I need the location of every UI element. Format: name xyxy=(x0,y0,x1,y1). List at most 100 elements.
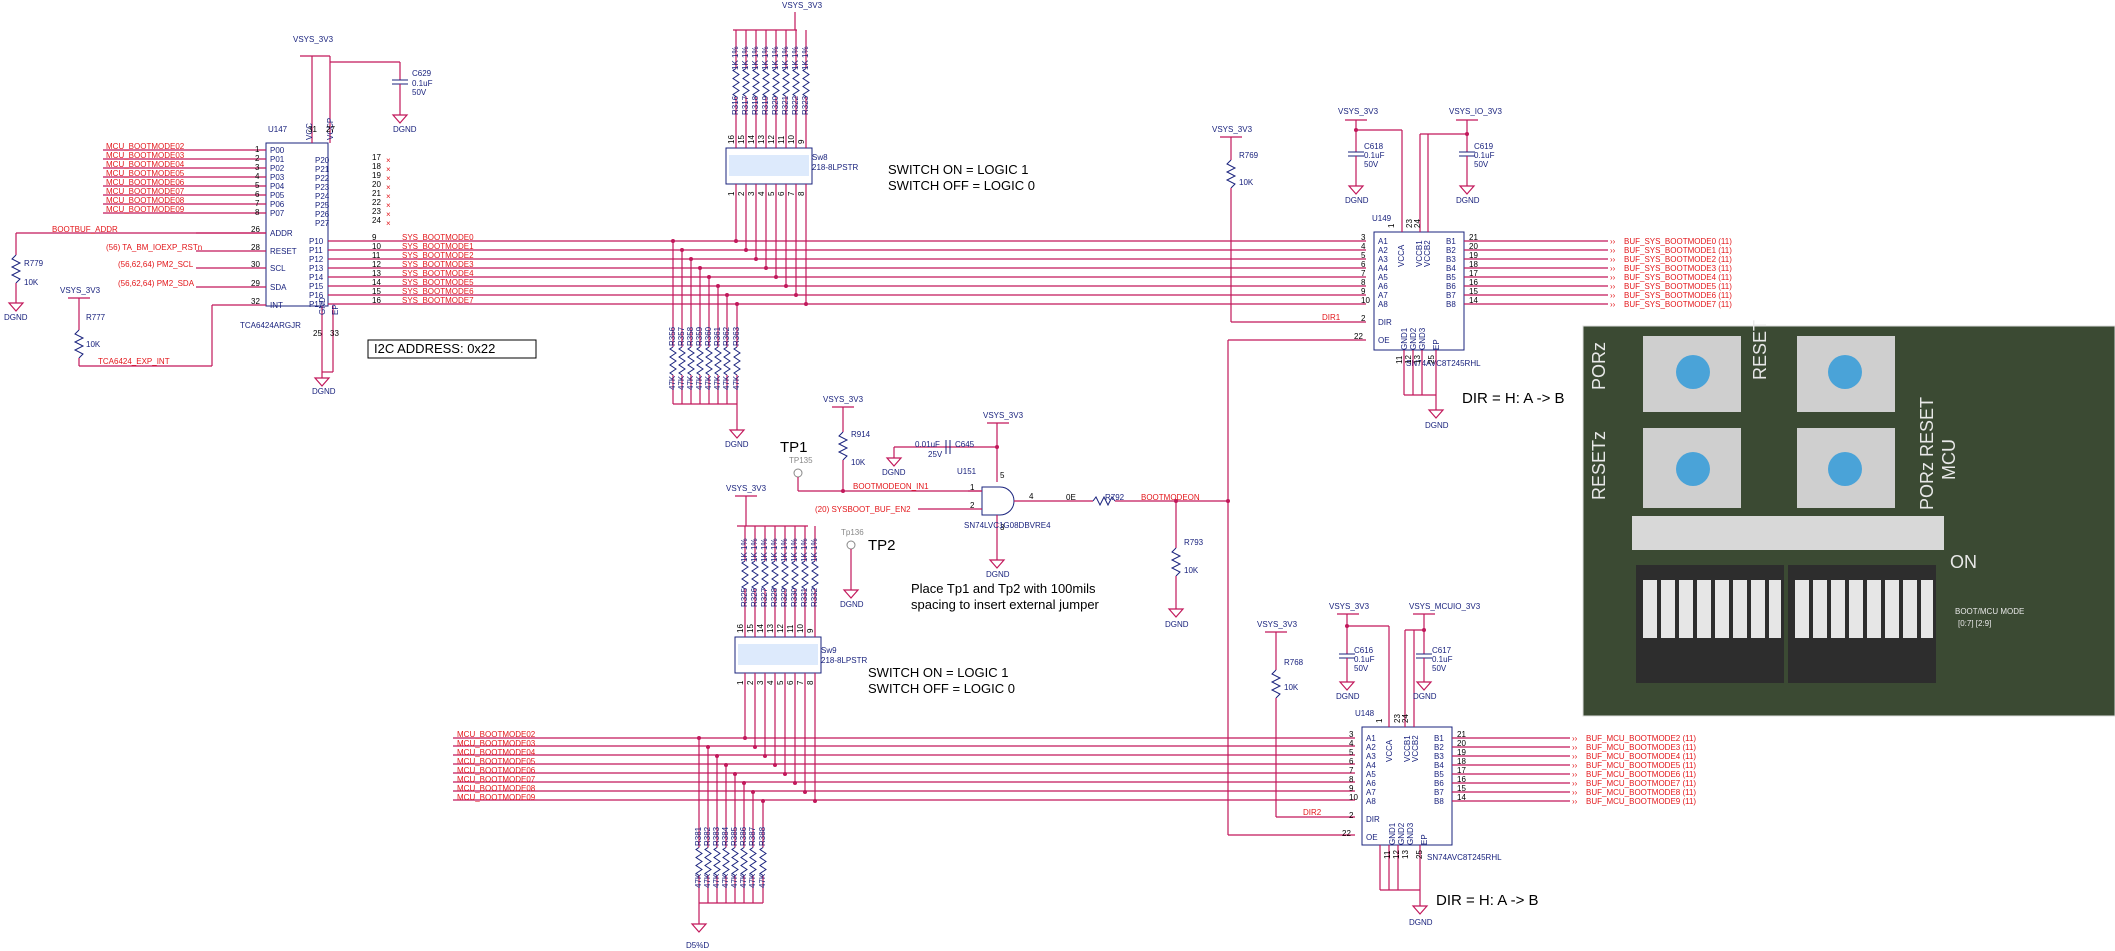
jumper-note-1: Place Tp1 and Tp2 with 100mils xyxy=(911,581,1096,596)
u148-gnd-symbol xyxy=(1411,905,1429,915)
sw9-pin-top: 11 xyxy=(786,624,795,633)
u151-vsys: VSYS_3V3 xyxy=(983,411,1024,420)
sw9-pin-bottom: 1 xyxy=(736,680,745,685)
sw9-pullup-value: 1K 1% xyxy=(800,538,809,562)
c618-voltage: 50V xyxy=(1364,160,1379,169)
r769-value: 10K xyxy=(1239,178,1254,187)
sw8-pullup-ref: R318 xyxy=(751,95,760,115)
schematic-static: U147 TCA6424ARGJR VSYS_3V3 C629 0.1uF 50… xyxy=(4,1,2115,950)
c616-value: 0.1uF xyxy=(1354,655,1375,664)
sw9-note-off: SWITCH OFF = LOGIC 0 xyxy=(868,681,1015,696)
sw9-pullup-ref: R326 xyxy=(750,587,759,607)
sw9-pin-top: 10 xyxy=(796,624,805,633)
sw8-pullup-ref: R316 xyxy=(731,95,740,115)
r777-value: 10K xyxy=(86,340,101,349)
sw8-pd-value: 47K xyxy=(677,375,686,390)
sw8-pulldown xyxy=(705,346,713,376)
u149-pin-name: GND2 xyxy=(1409,327,1418,350)
sw9-pullup-value: 1K 1% xyxy=(770,538,779,562)
sw8-pulldown xyxy=(669,346,677,376)
u149-pin-num: 18 xyxy=(1469,260,1478,269)
u149-pin-num: 21 xyxy=(1469,233,1478,242)
u147-pin-num: 11 xyxy=(372,251,381,260)
sw8-pd-value: 47K xyxy=(722,375,731,390)
sw8-pd-junction xyxy=(725,293,729,297)
sw9-part: 218-8LPSTR xyxy=(821,656,867,665)
sw9-pulldown xyxy=(695,847,703,876)
u148-pin-num: 3 xyxy=(1349,730,1354,739)
u148-pin-num: 18 xyxy=(1457,757,1466,766)
sw9-pulldown xyxy=(704,847,712,876)
u147-pin-num: 3 xyxy=(255,163,260,172)
u148-pin-num: 5 xyxy=(1349,748,1354,757)
u147-pin-num: 16 xyxy=(372,296,381,305)
r793-ref: R793 xyxy=(1184,538,1204,547)
sw9-pullup xyxy=(801,560,809,590)
sw8-pd-value: 47K xyxy=(695,375,704,390)
sw9-pulldown xyxy=(722,847,730,876)
u148-pin-name: B8 xyxy=(1434,797,1444,806)
mcu-bus xyxy=(453,737,1355,801)
c616-ref: C616 xyxy=(1354,646,1374,655)
u149-pin-name: B8 xyxy=(1446,300,1456,309)
c629-value: 0.1uF xyxy=(412,79,433,88)
c617-gnd-symbol xyxy=(1415,681,1433,691)
button-resetz xyxy=(1643,428,1741,508)
sw8-pulldown xyxy=(696,346,704,376)
u147-pin-num: 21 xyxy=(372,189,381,198)
u147-pin-num: 27 xyxy=(326,125,335,134)
mcu-bus-net: MCU_BOOTMODE02 xyxy=(457,730,536,739)
c616-gnd-symbol xyxy=(1338,681,1356,691)
sw8-pd-junction xyxy=(707,275,711,279)
u148-pin-name: GND3 xyxy=(1406,822,1415,845)
u149-body xyxy=(1373,231,1465,351)
tp1-label: TP1 xyxy=(780,439,808,456)
c629-gnd: DGND xyxy=(393,125,417,134)
sw8-pd-ref: R357 xyxy=(677,326,686,346)
u147-ctrl-net: (56) TA_BM_IOEXP_RSTn xyxy=(106,243,202,252)
photo-boot-range: [0:7] [2:9] xyxy=(1958,619,1991,628)
sw8-pullup xyxy=(732,68,740,97)
sw8-pullup-ref: R317 xyxy=(741,95,750,115)
u147-pin-num: 22 xyxy=(372,198,381,207)
r768-body xyxy=(1270,669,1282,699)
u151-gnd-symbol xyxy=(988,559,1006,569)
u149-pin-num: 11 xyxy=(1395,355,1404,364)
u149-pin-name: B3 xyxy=(1446,255,1456,264)
u147-pin-name: P06 xyxy=(270,200,285,209)
mcu-bus-net: MCU_BOOTMODE08 xyxy=(457,784,536,793)
u147-pin-name: P14 xyxy=(309,273,324,282)
u148-ref: U148 xyxy=(1355,709,1375,718)
u147-pin-name: P23 xyxy=(315,183,330,192)
u147-nc-mark: × xyxy=(386,210,391,219)
sw9-pullup-value: 1K 1% xyxy=(810,538,819,562)
tp1-pad xyxy=(793,468,803,478)
sw9-pd-value: 47K xyxy=(721,873,730,888)
mcu-bus-net: MCU_BOOTMODE09 xyxy=(457,793,536,802)
u148-pin-num: 2 xyxy=(1349,811,1354,820)
u147-part: TCA6424ARGJR xyxy=(240,321,301,330)
sw8-pd-ref: R359 xyxy=(695,326,704,346)
sw9-pullup-ref: R328 xyxy=(770,587,779,607)
u147-pin-num: 25 xyxy=(313,329,322,338)
sw9-pullup-ref: R327 xyxy=(760,587,769,607)
i2c-address: I2C ADDRESS: 0x22 xyxy=(374,341,495,356)
u149-vsys: VSYS_3V3 xyxy=(1338,107,1379,116)
u148-pin-name: A7 xyxy=(1366,788,1376,797)
u149-off-page-arrow: ›› xyxy=(1610,255,1616,264)
u147-dgnd: DGND xyxy=(312,387,336,396)
u149-dgnd: DGND xyxy=(1425,421,1449,430)
u148-vsysmcuio: VSYS_MCUIO_3V3 xyxy=(1409,602,1481,611)
u147-pin-name: P05 xyxy=(270,191,285,200)
u149-pin-num: 20 xyxy=(1469,242,1478,251)
sw8-bus-junction xyxy=(764,266,768,270)
sw8-pd-junction xyxy=(689,257,693,261)
c619-gnd-symbol xyxy=(1458,185,1476,195)
u149-pin-num: 7 xyxy=(1361,269,1366,278)
sw9-pin-bottom: 4 xyxy=(766,680,775,685)
u148-pin-num: 15 xyxy=(1457,784,1466,793)
u147-pin-num: 23 xyxy=(372,207,381,216)
u149-ref: U149 xyxy=(1372,214,1392,223)
u148-b-net: BUF_MCU_BOOTMODE6 (11) xyxy=(1586,770,1696,779)
sw8-pd-value: 47K xyxy=(704,375,713,390)
